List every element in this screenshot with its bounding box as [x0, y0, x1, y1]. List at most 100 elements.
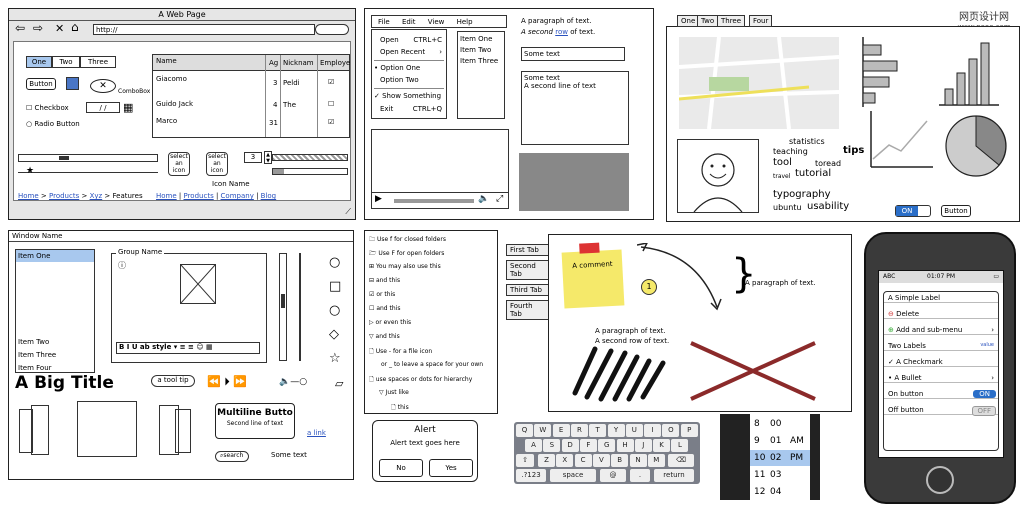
tag[interactable]: usability [807, 201, 850, 212]
tag[interactable]: tips [843, 145, 865, 156]
vtab-second[interactable]: Second Tab [506, 260, 550, 280]
key-s[interactable]: S [543, 439, 561, 452]
rewind-icon[interactable]: ⏪ [207, 375, 221, 388]
tab-four[interactable]: Four [749, 15, 773, 27]
multiline-button[interactable]: Multiline Butto Second line of text [215, 403, 295, 439]
text-area[interactable]: Some text A second line of text [521, 71, 629, 145]
widgets-button[interactable]: Button [941, 205, 971, 217]
help-icon[interactable]: ⓘ [118, 261, 126, 270]
tag[interactable]: tutorial [795, 168, 832, 179]
list-item[interactable]: Item Three [460, 57, 499, 65]
table-row[interactable]: Marco 31 ☑ [153, 115, 349, 137]
phone-row[interactable]: • A Bullet› [884, 374, 998, 383]
sticky-note[interactable]: A comment [561, 242, 625, 309]
alert-yes-button[interactable]: Yes [429, 459, 473, 477]
row-link[interactable]: row [555, 28, 568, 36]
list-item[interactable]: Item Two [460, 46, 492, 54]
key-k[interactable]: K [653, 439, 671, 452]
star-shape-icon[interactable]: ☆ [329, 351, 341, 366]
col-age[interactable]: Ag [269, 59, 279, 67]
square-shape-icon[interactable]: □ [329, 279, 342, 294]
link-company[interactable]: Company [220, 192, 254, 200]
tab-one[interactable]: One [26, 56, 52, 68]
key-f[interactable]: F [579, 439, 597, 452]
volume-icon[interactable]: 🔈 [478, 194, 490, 204]
tree-item[interactable]: ☑ or this [369, 291, 396, 298]
cell[interactable]: ☑ [328, 78, 335, 86]
home-button-icon[interactable] [926, 466, 954, 494]
search-field[interactable]: ⌕search [215, 451, 249, 462]
list-item[interactable]: Item Four [18, 364, 52, 372]
video-progress[interactable] [394, 199, 474, 203]
key-m[interactable]: M [647, 454, 665, 467]
forward-icon[interactable]: ⇨ [33, 21, 44, 35]
cover-flow[interactable] [19, 401, 209, 457]
key-u[interactable]: U [625, 424, 643, 437]
main-button[interactable]: Button [26, 78, 56, 90]
key-z[interactable]: Z [538, 454, 555, 467]
key-y[interactable]: Y [607, 424, 625, 437]
return-key[interactable]: return [654, 469, 694, 482]
tree-item[interactable]: 🗋 use spaces or dots for hierarchy [369, 376, 473, 383]
link-products[interactable]: Products [183, 192, 214, 200]
diamond-shape-icon[interactable]: ◇ [329, 327, 339, 342]
tab-three[interactable]: Three [80, 56, 116, 68]
tab-three[interactable]: Three [717, 15, 746, 27]
browser-search-field[interactable] [315, 24, 349, 35]
menu-item-recent[interactable]: Open Recent› [380, 48, 442, 56]
tab-two[interactable]: Two [697, 15, 719, 27]
combobox-circle-icon[interactable]: ✕ [90, 79, 116, 93]
a-link[interactable]: a link [307, 429, 326, 437]
stepper-arrows-icon[interactable]: ▲▼ [264, 151, 272, 164]
link-blog[interactable]: Blog [260, 192, 277, 200]
video-player[interactable]: ▶ 🔈 ⤢ [371, 129, 509, 209]
key-v[interactable]: V [592, 454, 610, 467]
tree-item[interactable]: ▷ or even this [369, 319, 412, 326]
list-item[interactable]: Item Two [18, 338, 50, 346]
crumb-home[interactable]: Home [18, 192, 39, 200]
tree-item[interactable]: 🗀 Use f for closed folders [369, 236, 446, 243]
on-toggle[interactable]: ON [895, 205, 931, 217]
key-t[interactable]: T [589, 424, 607, 437]
col-emp[interactable]: Employe [320, 59, 351, 67]
key-a[interactable]: A [525, 439, 542, 452]
icon-select-1[interactable]: select an icon [168, 152, 190, 176]
key-x[interactable]: X [556, 454, 574, 467]
key-c[interactable]: C [574, 454, 592, 467]
tag[interactable]: ubuntu [773, 203, 802, 212]
vertical-slider[interactable] [299, 253, 301, 361]
tree-item[interactable]: ⊟ and this [369, 277, 401, 284]
crumb-xyz[interactable]: Xyz [89, 192, 103, 200]
date-field[interactable]: / / [86, 102, 120, 113]
radio-shape-icon[interactable]: ○ [329, 255, 341, 270]
play-icon[interactable]: ▶ [375, 194, 382, 204]
home-icon[interactable]: ⌂ [71, 20, 79, 34]
phone-row[interactable]: ⊖ Delete [884, 310, 998, 319]
key-i[interactable]: I [644, 424, 662, 437]
icon-select-2[interactable]: select an icon [206, 152, 228, 176]
vtab-first[interactable]: First Tab [506, 244, 550, 256]
play-icon[interactable]: ⏵ [224, 375, 230, 388]
fast-forward-icon[interactable]: ⏩ [233, 375, 247, 388]
list-item-selected[interactable]: Item One [16, 250, 94, 262]
tree-item[interactable]: ▽ and this [369, 333, 400, 340]
tag[interactable]: travel [773, 173, 791, 180]
map[interactable] [679, 37, 839, 129]
list-item[interactable]: Item Three [18, 351, 57, 359]
key-d[interactable]: D [561, 439, 579, 452]
tag[interactable]: typography [773, 189, 831, 200]
text-input[interactable]: Some text [521, 47, 625, 61]
slider[interactable] [18, 172, 158, 173]
number-stepper[interactable]: 3 [244, 152, 262, 163]
vtab-third[interactable]: Third Tab [506, 284, 550, 296]
menu-item-show[interactable]: ✓ Show Something [374, 92, 442, 100]
key-g[interactable]: G [598, 439, 616, 452]
fullscreen-icon[interactable]: ⤢ [496, 194, 504, 204]
